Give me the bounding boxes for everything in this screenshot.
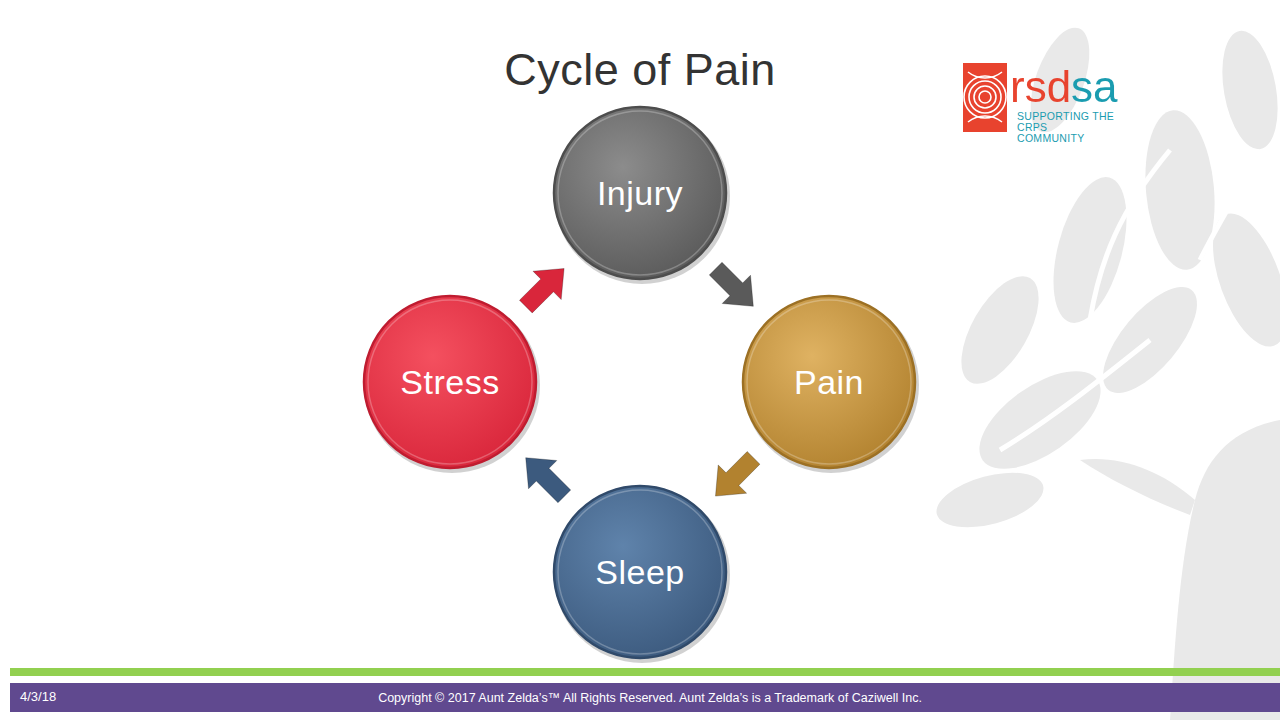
tree-watermark — [931, 20, 1280, 720]
footer-rule — [10, 668, 1280, 676]
block-arrow — [526, 458, 571, 503]
slide-date: 4/3/18 — [20, 689, 56, 704]
cycle-circle: Sleep — [551, 483, 729, 661]
footer-band — [10, 683, 1280, 712]
cycle-circle: Stress — [361, 293, 539, 471]
cycle-circle: Pain — [740, 293, 918, 471]
node-label: Injury — [551, 104, 729, 282]
node-label: Stress — [361, 293, 539, 471]
cycle-circle: Injury — [551, 104, 729, 282]
block-arrow — [709, 262, 753, 306]
logo-tagline: SUPPORTING THE CRPS COMMUNITY — [1017, 111, 1117, 144]
node-label: Sleep — [551, 483, 729, 661]
block-arrow — [716, 452, 760, 497]
logo-wordmark: rsdsa — [1010, 62, 1118, 112]
copyright-notice: Copyright © 2017 Aunt Zelda’s™ All Right… — [150, 691, 1150, 705]
node-label: Pain — [740, 293, 918, 471]
logo-icon — [963, 63, 1007, 132]
tree-veins — [1000, 150, 1260, 450]
block-arrow — [520, 269, 565, 313]
